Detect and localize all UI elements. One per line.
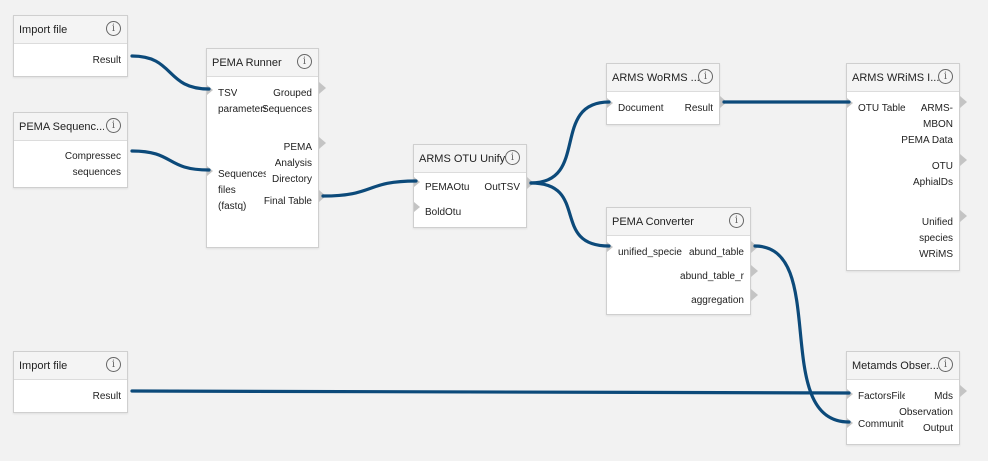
- node-title: ARMS WRiMS I...: [852, 72, 940, 84]
- node-header[interactable]: Import file i: [14, 352, 127, 380]
- output-label-pema-data: PEMA Data: [901, 135, 953, 146]
- input-label-files: files: [218, 185, 236, 196]
- output-label-output: Output: [922, 423, 953, 434]
- output-label-result: Result: [92, 55, 121, 66]
- info-icon[interactable]: i: [938, 357, 953, 372]
- output-label-grouped-sequences: Sequences: [261, 104, 312, 115]
- input-label-tsv: TSV: [218, 88, 238, 99]
- output-label-species: species: [919, 233, 953, 244]
- node-title: Metamds Obser...: [852, 360, 939, 372]
- output-label-mbon: MBON: [923, 119, 953, 130]
- node-title: Import file: [19, 24, 68, 36]
- node-title: ARMS OTU Unify: [419, 153, 506, 165]
- input-label-fastq: (fastq): [218, 201, 247, 212]
- output-port-wrims-otu[interactable]: [960, 154, 967, 166]
- output-label-outtsv: OutTSV: [484, 182, 520, 193]
- node-header[interactable]: Import file i: [14, 16, 127, 44]
- input-label-otu-table: OTU Table: [858, 103, 906, 114]
- connection-abund-table-to-community[interactable]: [753, 244, 851, 424]
- output-label-pema: PEMA: [283, 142, 312, 153]
- output-label-aggregation: aggregation: [691, 295, 744, 306]
- output-port-wrims-unified[interactable]: [960, 210, 967, 222]
- info-icon[interactable]: i: [106, 118, 121, 133]
- node-title: PEMA Sequenc...: [19, 121, 104, 133]
- node-import-file-2[interactable]: Import file i Result: [13, 351, 128, 413]
- input-label-boldotu: BoldOtu: [425, 207, 462, 218]
- node-title: PEMA Converter: [612, 216, 694, 228]
- node-arms-wrims[interactable]: ARMS WRiMS I... i OTU Table ARMS- MBON P…: [846, 63, 960, 271]
- node-header[interactable]: ARMS WoRMS ... i: [607, 64, 719, 92]
- connection-final-table-to-pemaotu[interactable]: [321, 179, 418, 198]
- node-arms-worms[interactable]: ARMS WoRMS ... i Document Result: [606, 63, 720, 125]
- output-label-mds: Mds: [934, 391, 953, 402]
- node-pema-converter[interactable]: PEMA Converter i unified_specie abund_ta…: [606, 207, 751, 315]
- output-port-converter-aggregation[interactable]: [751, 289, 758, 301]
- connection-import-to-factorsfile[interactable]: [130, 389, 851, 395]
- info-icon[interactable]: i: [106, 357, 121, 372]
- node-pema-runner[interactable]: PEMA Runner i TSV parameters Sequences f…: [206, 48, 319, 248]
- info-icon[interactable]: i: [698, 69, 713, 84]
- connection-outtsv-to-document[interactable]: [529, 100, 611, 185]
- output-label-observation: Observation: [899, 407, 953, 418]
- node-header[interactable]: ARMS OTU Unify i: [414, 145, 526, 173]
- output-label-arms: ARMS-: [920, 103, 953, 114]
- connection-import-to-tsv[interactable]: [130, 54, 211, 91]
- output-label-result: Result: [684, 103, 713, 114]
- node-header[interactable]: PEMA Sequenc... i: [14, 113, 127, 141]
- input-port-otu-unify-boldotu[interactable]: [414, 202, 420, 212]
- node-header[interactable]: PEMA Converter i: [607, 208, 750, 236]
- output-port-converter-abund-table-r[interactable]: [751, 265, 758, 277]
- output-port-metamds-mds[interactable]: [960, 385, 967, 397]
- output-label-final-table: Final Table: [263, 196, 312, 207]
- node-title: PEMA Runner: [212, 57, 282, 69]
- info-icon[interactable]: i: [297, 54, 312, 69]
- output-label-result: Result: [92, 391, 121, 402]
- output-label-analysis: Analysis: [274, 158, 312, 169]
- info-icon[interactable]: i: [505, 150, 520, 165]
- info-icon[interactable]: i: [729, 213, 744, 228]
- input-label-factorsfile: FactorsFile: [858, 391, 905, 402]
- input-label-sequences: Sequences: [218, 169, 266, 180]
- node-arms-otu-unify[interactable]: ARMS OTU Unify i PEMAOtu BoldOtu OutTSV: [413, 144, 527, 228]
- node-metamds-observations[interactable]: Metamds Obser... i FactorsFile Communit …: [846, 351, 960, 445]
- node-header[interactable]: PEMA Runner i: [207, 49, 318, 77]
- output-label-abund-table: abund_table: [688, 247, 744, 258]
- output-label-abund-table-r: abund_table_r: [680, 271, 744, 282]
- output-port-pema-runner-analysis[interactable]: [319, 137, 326, 149]
- output-label-wrims: WRiMS: [919, 249, 953, 260]
- input-label-community: Communit: [858, 419, 904, 430]
- output-label-directory: Directory: [271, 174, 312, 185]
- node-header[interactable]: ARMS WRiMS I... i: [847, 64, 959, 92]
- node-title: ARMS WoRMS ...: [612, 72, 700, 84]
- input-label-unified-species: unified_specie: [618, 247, 682, 258]
- output-label-grouped: Grouped: [273, 88, 312, 99]
- info-icon[interactable]: i: [938, 69, 953, 84]
- connection-outtsv-to-unified-species[interactable]: [529, 181, 611, 248]
- input-label-document: Document: [618, 103, 664, 114]
- info-icon[interactable]: i: [106, 21, 121, 36]
- connection-sequences-to-pema-runner[interactable]: [130, 149, 211, 172]
- input-label-parameters: parameters: [218, 104, 266, 115]
- node-pema-sequences[interactable]: PEMA Sequenc... i Compressec sequences: [13, 112, 128, 188]
- output-label-unified: Unified: [921, 217, 953, 228]
- output-port-wrims-arms[interactable]: [960, 96, 967, 108]
- node-header[interactable]: Metamds Obser... i: [847, 352, 959, 380]
- output-port-pema-runner-grouped[interactable]: [319, 82, 326, 94]
- output-label-sequences: sequences: [72, 167, 121, 178]
- input-label-pemaotu: PEMAOtu: [425, 182, 470, 193]
- output-label-compressed: Compressec: [64, 151, 121, 162]
- output-label-aphialds: AphialDs: [912, 177, 953, 188]
- node-title: Import file: [19, 360, 68, 372]
- output-label-otu: OTU: [931, 161, 953, 172]
- node-import-file-1[interactable]: Import file i Result: [13, 15, 128, 77]
